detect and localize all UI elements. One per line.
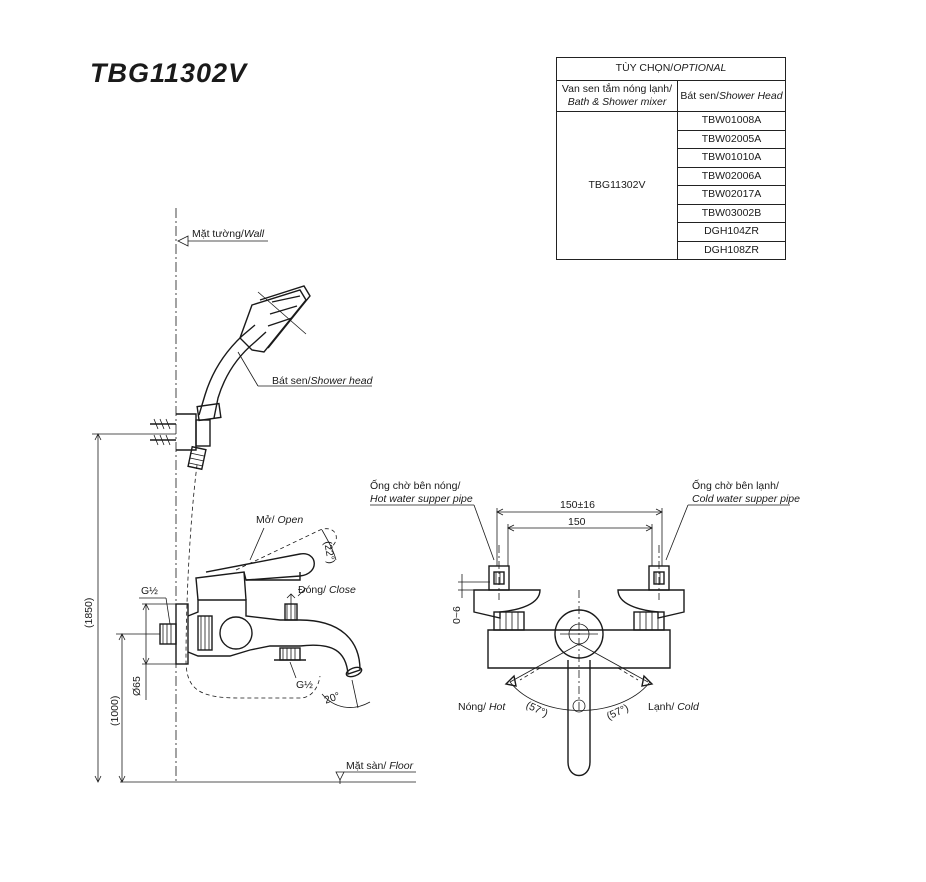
nut-cold: [633, 611, 665, 631]
table-row: DGH108ZR: [677, 240, 786, 260]
nut-hot: [493, 611, 525, 631]
close-label: Đóng/ Close: [297, 584, 356, 597]
floor-line: Mặt sàn/ Floor: [120, 760, 416, 784]
mixer-body: [187, 593, 363, 678]
svg-text:Mặt tường/Wall: Mặt tường/Wall: [192, 228, 265, 240]
height-dimensions: (1850) (1000) Ø65: [83, 433, 176, 783]
lever-handle: [195, 528, 337, 601]
wall-flange: [159, 603, 189, 665]
hot-angle: (57°): [524, 699, 550, 720]
front-view: 150±16 150 Ống chờ bên nóng/ Hot water s…: [370, 478, 800, 777]
table-row: TBW02006A: [677, 166, 786, 186]
offset-dimension: 0~6: [451, 574, 490, 624]
spout-angle: 20°: [323, 690, 342, 707]
cold-angle: (57°): [605, 702, 631, 723]
cold-label: Lạnh/ Cold: [648, 701, 700, 713]
table-row: TBW03002B: [677, 203, 786, 223]
open-label: Mở/ Open: [249, 514, 303, 561]
table-row: DGH104ZR: [677, 222, 786, 242]
svg-text:Ống chờ bên nóng/: Ống chờ bên nóng/: [370, 478, 460, 492]
front-body: [487, 629, 671, 669]
front-knob: [554, 609, 604, 659]
pitch-tol: 150±16: [560, 499, 595, 511]
table-row: TBW01008A: [677, 111, 786, 131]
svg-text:Hot water supper pipe: Hot water supper pipe: [370, 493, 473, 505]
swing-arc: [509, 681, 651, 711]
cold-pipe-label: Ống chờ bên lạnh/ Cold water supper pipe: [665, 478, 800, 561]
optional-table: TÙY CHỌN/OPTIONAL Van sen tắm nóng lạnh/…: [556, 57, 786, 260]
shower-head-label: Bát sen/Shower head: [237, 351, 374, 387]
mixer-model-cell: TBG11302V: [556, 111, 678, 260]
svg-text:Đóng/ Close: Đóng/ Close: [298, 584, 356, 596]
front-lever: [567, 660, 591, 777]
shower-head: [196, 285, 311, 422]
svg-text:Bát sen/Shower head: Bát sen/Shower head: [272, 375, 374, 387]
hose-coil: [187, 445, 207, 471]
table-header: TÙY CHỌN/OPTIONAL: [556, 57, 786, 81]
pitch-dimensions: 150±16 150: [496, 499, 663, 566]
svg-text:Cold water supper pipe: Cold water supper pipe: [692, 493, 800, 505]
svg-text:Mặt sàn/ Floor: Mặt sàn/ Floor: [346, 760, 414, 772]
height-total: (1850): [83, 598, 95, 628]
svg-text:0~6: 0~6: [451, 606, 463, 624]
wall-label: Mặt tường/Wall: [177, 228, 268, 247]
col-showerhead-header: Bát sen/Shower Head: [677, 80, 786, 112]
wall-bracket: [150, 413, 211, 451]
thread-bottom-label: G½: [296, 679, 313, 691]
flange-hot: [473, 589, 541, 619]
table-row: TBW02005A: [677, 129, 786, 149]
hose: [185, 464, 321, 699]
svg-text:Mở/ Open: Mở/ Open: [256, 514, 303, 526]
height-mixer: (1000): [109, 696, 121, 726]
pitch: 150: [568, 516, 586, 528]
hot-label: Nóng/ Hot: [458, 701, 506, 713]
table-row: TBW01010A: [677, 148, 786, 168]
flange-cold: [617, 589, 685, 619]
hot-pipe-label: Ống chờ bên nóng/ Hot water supper pipe: [370, 478, 495, 561]
side-view: Mặt tường/Wall: [83, 208, 416, 784]
thread-top-label: G½: [141, 585, 158, 597]
lever-angle: (22°): [321, 540, 337, 565]
table-row: TBW02017A: [677, 185, 786, 205]
diameter-label: Ø65: [131, 676, 143, 696]
svg-text:Ống chờ bên lạnh/: Ống chờ bên lạnh/: [692, 478, 779, 492]
model-title: TBG11302V: [90, 58, 248, 88]
